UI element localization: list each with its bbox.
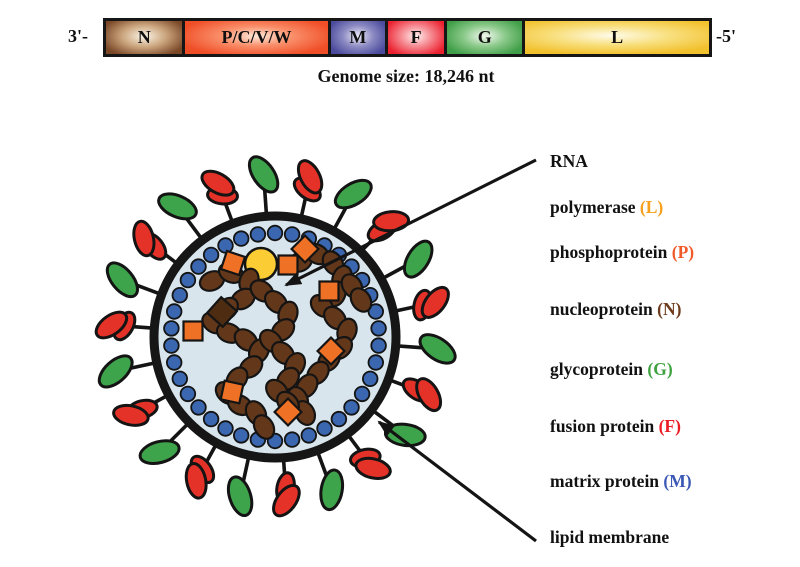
fusion-protein-spike	[296, 159, 324, 195]
legend-fusion-protein-code: (F)	[658, 416, 681, 436]
matrix-protein-dot	[179, 385, 197, 403]
matrix-protein-dot	[370, 337, 387, 354]
legend-item-fusion-protein: fusion protein (F)	[550, 416, 681, 437]
legend-glycoprotein-code: (G)	[647, 359, 673, 379]
legend-glycoprotein-label: glycoprotein	[550, 359, 648, 379]
legend-matrix-protein-code: (M)	[663, 471, 692, 491]
legend-nucleoprotein-label: nucleoprotein	[550, 299, 658, 319]
ribonucleoprotein-contents	[182, 234, 373, 440]
fusion-protein-spike	[184, 462, 208, 500]
glycoprotein-spike	[418, 333, 457, 365]
matrix-protein-dot	[370, 320, 387, 337]
matrix-protein-dot	[217, 420, 234, 437]
phosphoprotein-square	[316, 336, 346, 366]
legend-fusion-protein-label: fusion protein	[550, 416, 659, 436]
legend-phosphoprotein-label: phosphoprotein	[550, 242, 672, 262]
matrix-protein-dot	[266, 224, 284, 242]
glycoprotein-spike	[226, 475, 254, 518]
glycoprotein-spike	[333, 178, 373, 210]
genome-map-bar: N P/C/V/W M F G L	[103, 18, 712, 57]
phosphoprotein-square	[273, 397, 303, 427]
lipid-membrane-arrow	[377, 420, 537, 543]
glycoprotein-spike	[247, 155, 280, 194]
matrix-protein-dot	[179, 271, 197, 289]
matrix-protein-dot	[202, 410, 220, 428]
nucleoprotein-bead	[252, 414, 276, 440]
phosphoprotein-square	[277, 254, 299, 276]
fusion-protein-spike	[112, 403, 150, 427]
surface-spikes	[94, 155, 457, 518]
phosphoprotein-square	[318, 280, 340, 302]
nucleoprotein-dark-diamond	[205, 295, 239, 329]
legend-item-matrix-protein: matrix protein (M)	[550, 471, 692, 492]
matrix-protein-dot	[232, 427, 250, 444]
legend-matrix-protein-label: matrix protein	[550, 471, 664, 491]
legend-rna-label: RNA	[550, 151, 588, 171]
matrix-protein-dot	[300, 427, 318, 444]
matrix-protein-dot	[165, 303, 183, 320]
genome-3prime-label: 3'-	[68, 26, 88, 46]
matrix-protein-dot	[163, 320, 180, 337]
glycoprotein-spike	[97, 354, 134, 389]
phosphoprotein-square	[219, 379, 245, 405]
matrix-protein-dot	[249, 226, 267, 243]
glycoprotein-spike	[105, 261, 139, 299]
phosphoprotein-square	[219, 249, 247, 277]
phosphoprotein-square	[182, 320, 204, 342]
fusion-protein-spike	[200, 169, 236, 197]
genome-segment-m: M	[330, 21, 386, 54]
matrix-protein-dot	[190, 399, 207, 416]
matrix-protein-dot	[217, 237, 234, 254]
matrix-protein-dot	[190, 258, 207, 275]
matrix-protein-dot	[232, 230, 250, 247]
genome-5prime-label: -5'	[716, 26, 736, 46]
genome-segment-n: N	[106, 21, 183, 54]
fusion-protein-spike	[94, 310, 129, 340]
fusion-protein-spike	[420, 285, 450, 319]
legend-item-glycoprotein: glycoprotein (G)	[550, 359, 673, 380]
fusion-protein-spike	[415, 377, 443, 413]
matrix-protein-dot	[367, 354, 385, 371]
matrix-protein-dot	[283, 226, 301, 243]
legend-item-phosphoprotein: phosphoprotein (P)	[550, 242, 694, 263]
fusion-protein-spike	[132, 219, 156, 258]
nucleoprotein-bead	[349, 287, 373, 313]
fusion-protein-spike	[354, 456, 392, 480]
legend-item-nucleoprotein: nucleoprotein (N)	[550, 299, 681, 320]
genome-segment-l: L	[525, 21, 709, 54]
matrix-protein-dot	[343, 399, 360, 416]
genome-segment-f: F	[388, 21, 445, 54]
matrix-protein-dot	[163, 337, 180, 354]
fusion-protein-spike	[372, 210, 411, 233]
genome-segment-g: G	[447, 21, 523, 54]
rna-arrow	[284, 158, 537, 287]
legend-nucleoprotein-code: (N)	[657, 299, 682, 319]
glycoprotein-spike	[157, 192, 198, 221]
fusion-protein-spike	[272, 483, 301, 518]
matrix-protein-dot	[202, 246, 220, 264]
matrix-protein-dot	[330, 410, 348, 428]
legend-polymerase-label: polymerase	[550, 197, 640, 217]
matrix-protein-dot	[316, 420, 333, 437]
legend-polymerase-code: (L)	[639, 197, 664, 217]
glycoprotein-spike	[138, 439, 181, 465]
legend-item-polymerase: polymerase (L)	[550, 197, 663, 218]
glycoprotein-spike	[319, 468, 345, 512]
matrix-protein-dot	[367, 303, 385, 320]
matrix-protein-dot	[362, 370, 379, 388]
matrix-protein-dot	[353, 385, 371, 403]
legend-item-rna: RNA	[550, 151, 588, 172]
matrix-protein-dot	[165, 354, 183, 371]
matrix-protein-dot	[171, 370, 189, 388]
matrix-protein-dot	[283, 431, 301, 448]
genome-segment-pcvw: P/C/V/W	[185, 21, 328, 54]
genome-size-caption: Genome size: 18,246 nt	[317, 66, 495, 86]
legend-lipid-membrane-label: lipid membrane	[550, 527, 670, 547]
legend-item-lipid-membrane: lipid membrane	[550, 527, 669, 548]
legend-phosphoprotein-code: (P)	[671, 242, 695, 262]
matrix-protein-dot	[171, 287, 189, 304]
glycoprotein-spike	[402, 239, 434, 279]
